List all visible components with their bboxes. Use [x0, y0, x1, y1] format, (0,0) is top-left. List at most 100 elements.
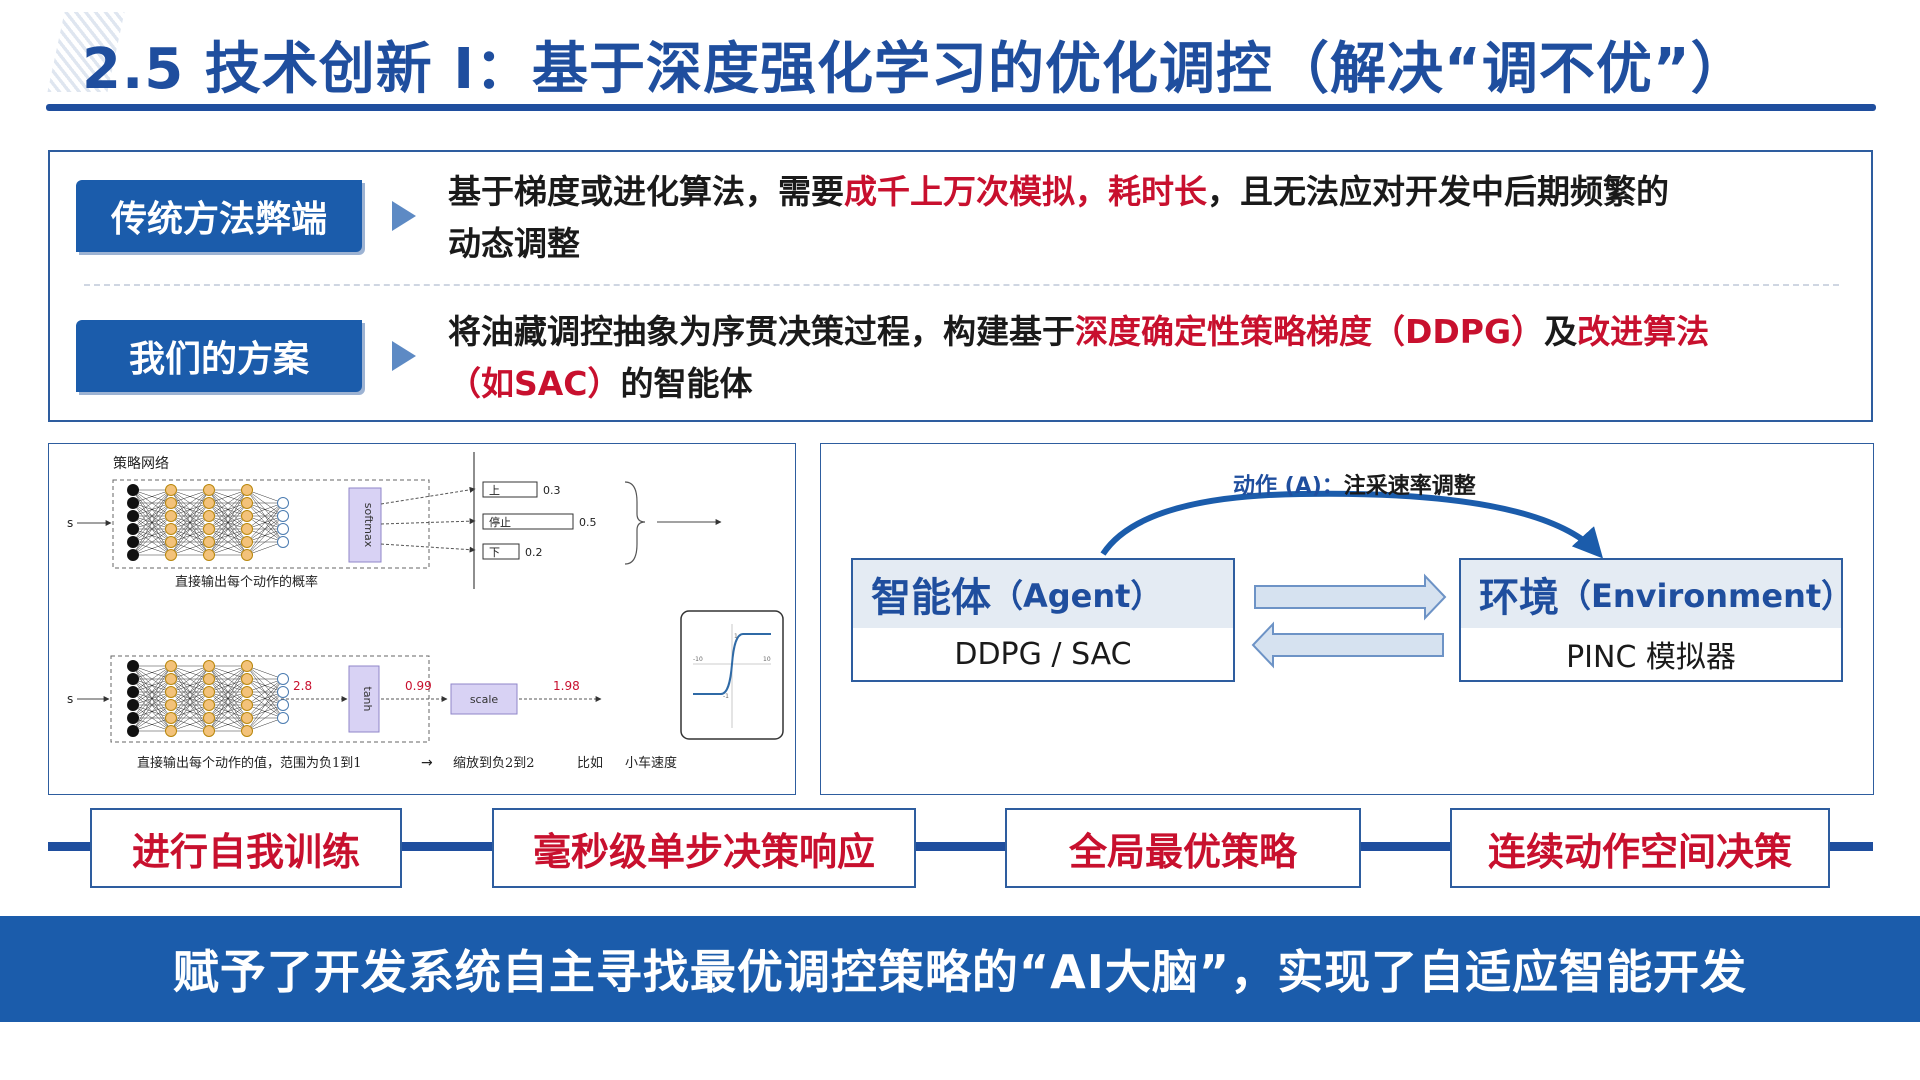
network-edge: [132, 665, 172, 719]
network-node: [241, 523, 253, 535]
scaled-output-value: 1.98: [553, 679, 580, 693]
network-node: [241, 725, 253, 737]
plot-xmax: 10: [763, 656, 771, 663]
agent-title-en: （Agent）: [991, 577, 1163, 615]
network-node: [165, 712, 177, 724]
network-edge: [208, 665, 248, 680]
policy-network-diagram: 策略网络 s softmax 上 0.3 停止 0.5 下 0.2 直接输出每个…: [48, 443, 796, 795]
network-node: [241, 660, 253, 672]
network-node: [165, 523, 177, 535]
network-edge: [132, 515, 172, 556]
network-node: [127, 497, 139, 509]
environment-card-header: 环境（Environment）: [1461, 560, 1853, 628]
traditional-line-2: 动态调整: [448, 224, 580, 263]
feature-global-optimal: 全局最优策略: [1005, 808, 1361, 888]
network-edge: [132, 717, 172, 732]
network-node: [165, 660, 177, 672]
network-edge: [170, 541, 210, 556]
scale-block: [450, 683, 518, 715]
right-arrow-icon: →: [421, 755, 433, 771]
network-edge: [132, 541, 172, 556]
input-s-label-2: s: [67, 692, 73, 706]
softmax-block: [348, 487, 382, 563]
tanh-curve: [693, 633, 771, 695]
network-node: [165, 549, 177, 561]
action-prob-up: 0.3: [543, 484, 561, 497]
network-node: [127, 549, 139, 561]
caption-example: 比如: [577, 755, 603, 771]
agent-title: 智能体: [871, 575, 991, 621]
solution-line-1: 将油藏调控抽象为序贯决策过程，构建基于深度确定性策略梯度（DDPG）及改进算法: [448, 306, 1709, 358]
network-edge: [246, 665, 284, 680]
network-node: [127, 484, 139, 496]
network-edge: [170, 665, 210, 680]
conclusion-banner: 赋予了开发系统自主寻找最优调控策略的“AI大脑”，实现了自适应智能开发: [0, 916, 1920, 1022]
network-edge: [246, 678, 284, 732]
network-node: [277, 497, 289, 509]
network-edge: [170, 665, 210, 719]
neural-net-layers-2: [127, 660, 289, 737]
network-edge: [170, 665, 210, 693]
network-node: [165, 536, 177, 548]
network-edge: [132, 665, 172, 706]
network-node: [127, 510, 139, 522]
network-node: [165, 484, 177, 496]
plot-xmin: -10: [693, 656, 703, 663]
network-node: [241, 673, 253, 685]
traditional-description: 基于梯度或进化算法，需要成千上万次模拟，耗时长，且无法应对开发中后期频繁的 动态…: [448, 166, 1669, 270]
text-segment: 的智能体: [620, 364, 753, 403]
features-connector-line: [48, 842, 1873, 851]
caption-car-speed: 小车速度: [625, 755, 677, 771]
network-node: [203, 686, 215, 698]
text-segment: 及: [1544, 312, 1578, 351]
network-node: [203, 712, 215, 724]
title-underline: [46, 104, 1876, 111]
network-edge: [246, 502, 284, 543]
network-node: [277, 686, 289, 698]
highlight-text: 成千上万次模拟，耗时长: [844, 172, 1207, 211]
network-node: [203, 673, 215, 685]
network-edge: [246, 678, 284, 693]
network-edge: [170, 489, 210, 517]
network-edge: [208, 665, 248, 732]
action-label-down: 下: [489, 546, 500, 559]
comparison-box: 传统方法弊端 基于梯度或进化算法，需要成千上万次模拟，耗时长，且无法应对开发中后…: [48, 150, 1873, 422]
network-node: [277, 699, 289, 711]
network-edge: [208, 489, 248, 504]
policy-network-figure: 策略网络 s softmax 上 0.3 停止 0.5 下 0.2 直接输出每个…: [67, 452, 784, 771]
text-segment: ，且无法应对开发中后期频繁的: [1207, 172, 1669, 211]
network-edge: [246, 502, 284, 556]
network-edge: [246, 678, 284, 719]
network-edge: [246, 704, 284, 732]
action-label-stop: 停止: [489, 515, 511, 529]
network-node: [127, 686, 139, 698]
network-node: [241, 536, 253, 548]
network-box-1: [112, 479, 430, 569]
network-node: [203, 523, 215, 535]
network-edge: [132, 665, 172, 732]
network-edge: [246, 489, 284, 504]
network-edge: [170, 489, 210, 543]
network-node: [241, 549, 253, 561]
brace: [624, 481, 646, 565]
network-edge: [170, 678, 210, 732]
network-node: [277, 673, 289, 685]
feature-continuous-action: 连续动作空间决策: [1450, 808, 1830, 888]
plot-ymax: 1: [734, 633, 738, 640]
caption-values: 直接输出每个动作的值，范围为负1到1: [137, 755, 362, 771]
action-text: 注采速率调整: [1343, 474, 1476, 499]
triangle-arrow-icon: [392, 201, 416, 231]
network-node: [203, 549, 215, 561]
network-node: [203, 699, 215, 711]
network-edge: [246, 717, 284, 732]
network-node: [277, 712, 289, 724]
tanh-label: tanh: [361, 687, 374, 712]
input-s-label: s: [67, 516, 73, 530]
network-edge: [132, 489, 172, 517]
raw-output-value: 2.8: [293, 679, 312, 693]
action-prob-stop: 0.5: [579, 516, 597, 529]
network-node: [241, 712, 253, 724]
action-prefix: 动作 (A)：: [1233, 474, 1344, 499]
network-edge: [208, 489, 248, 556]
network-node: [241, 484, 253, 496]
